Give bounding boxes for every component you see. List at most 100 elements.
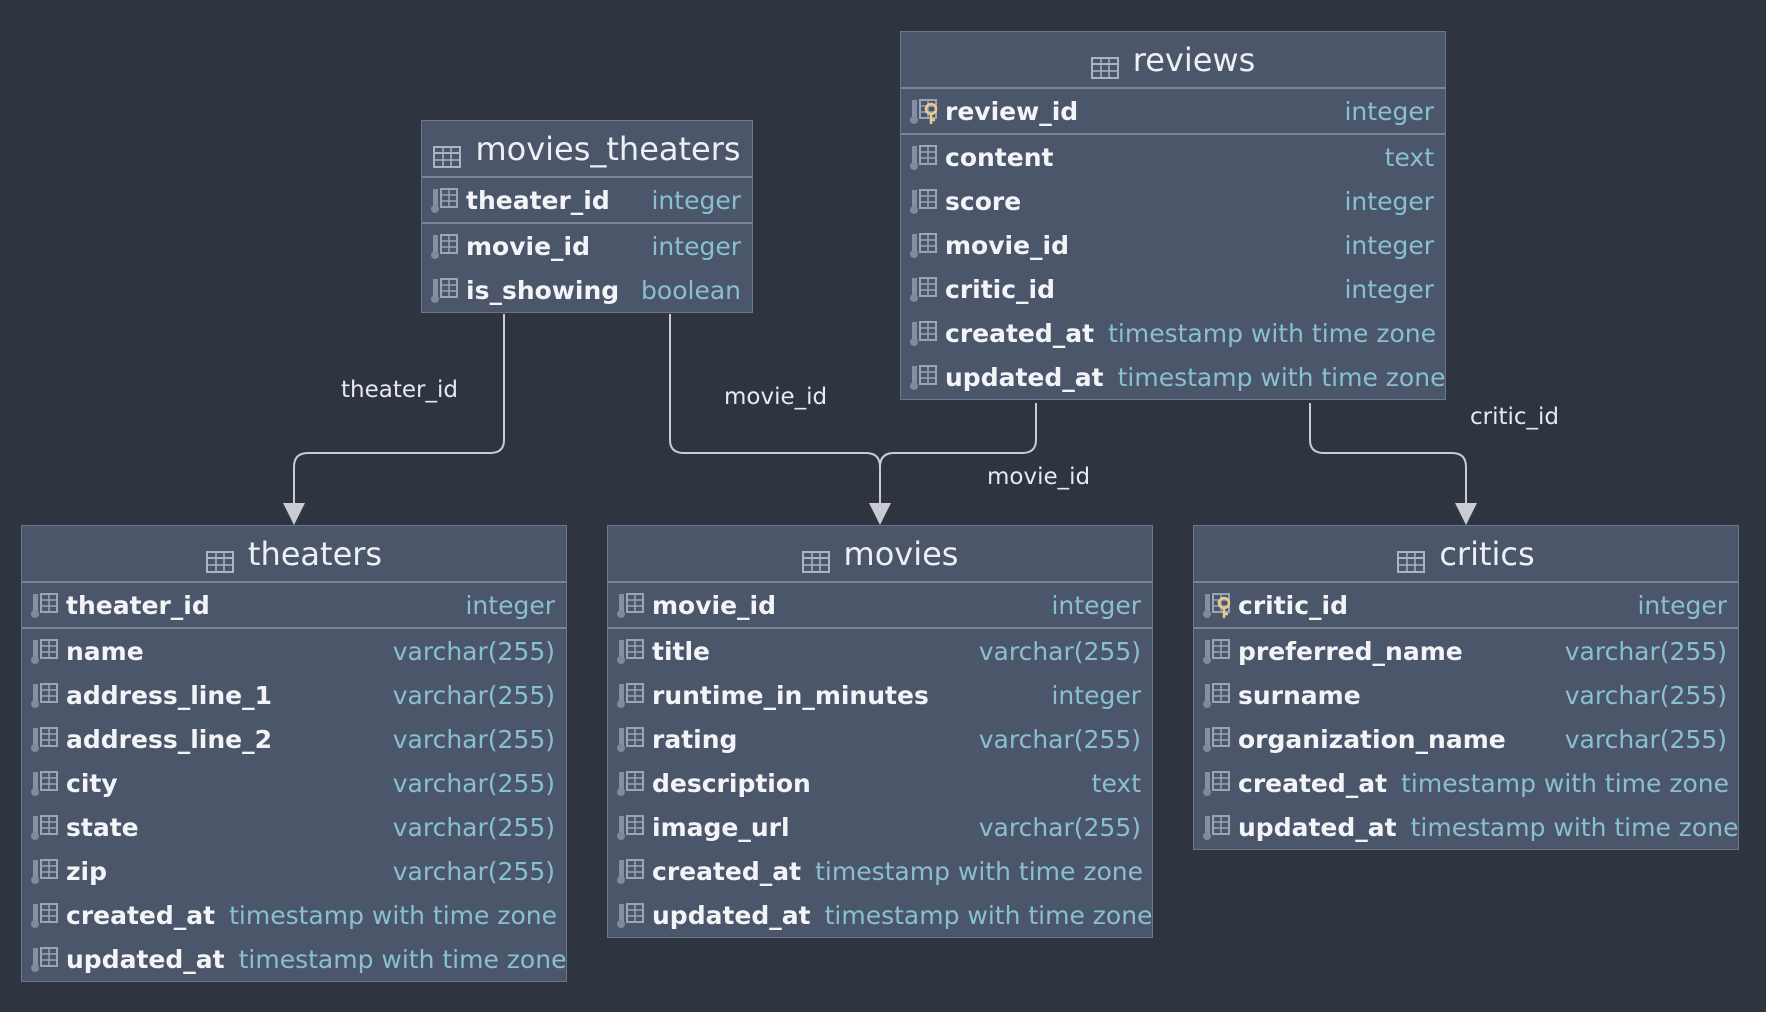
column-icon: [616, 591, 646, 619]
column-row[interactable]: updated_at timestamp with time zone: [22, 937, 566, 981]
column-type: varchar(255): [392, 680, 555, 710]
column-row[interactable]: movie_id integer: [901, 223, 1445, 267]
column-type: varchar(255): [978, 636, 1141, 666]
column-name: state: [66, 812, 139, 842]
column-type: varchar(255): [392, 812, 555, 842]
column-name: movie_id: [945, 230, 1070, 260]
column-type: timestamp with time zone: [815, 856, 1143, 886]
connector-movies: [669, 314, 881, 505]
column-name: critic_id: [1238, 590, 1349, 620]
column-icon: [30, 637, 60, 665]
table-name: movies: [843, 534, 959, 573]
column-type: integer: [651, 185, 741, 215]
column-icon: [616, 769, 646, 797]
connector-critics: [1309, 403, 1467, 505]
column-type: timestamp with time zone: [824, 900, 1153, 930]
column-icon: [1202, 725, 1232, 753]
column-row[interactable]: is_showing boolean: [422, 268, 752, 312]
column-icon: [30, 591, 60, 619]
connector-theaters: [293, 314, 505, 505]
column-type: timestamp with time zone: [238, 944, 567, 974]
connector-reviews-movies: [879, 403, 1037, 505]
column-type: varchar(255): [392, 856, 555, 886]
column-name: created_at: [945, 318, 1095, 348]
column-row[interactable]: state varchar(255): [22, 805, 566, 849]
column-icon: [30, 945, 60, 973]
column-icon: [909, 187, 939, 215]
table-header[interactable]: theaters: [22, 526, 566, 583]
column-name: updated_at: [66, 944, 225, 974]
column-icon: [616, 901, 646, 929]
column-type: text: [1384, 142, 1434, 172]
table-header[interactable]: movies: [608, 526, 1152, 583]
table-icon: [433, 138, 462, 168]
column-name: movie_id: [652, 590, 777, 620]
column-type: boolean: [641, 275, 741, 305]
column-type: timestamp with time zone: [1108, 318, 1436, 348]
table-icon: [205, 543, 234, 573]
column-type: varchar(255): [978, 724, 1141, 754]
column-row[interactable]: movie_id integer: [608, 583, 1152, 629]
column-row[interactable]: created_at timestamp with time zone: [901, 311, 1445, 355]
arrowhead-icon: [1455, 503, 1477, 525]
column-type: integer: [651, 231, 741, 261]
column-type: timestamp with time zone: [1401, 768, 1729, 798]
table-header[interactable]: movies_theaters: [422, 121, 752, 178]
table-header[interactable]: reviews: [901, 32, 1445, 89]
column-type: integer: [1344, 230, 1434, 260]
relationship-label-critic-id: critic_id: [1470, 404, 1560, 430]
column-type: integer: [1637, 590, 1727, 620]
column-icon: [30, 857, 60, 885]
column-name: updated_at: [652, 900, 811, 930]
column-name: is_showing: [466, 275, 620, 305]
table-name: reviews: [1132, 40, 1256, 79]
column-row[interactable]: critic_id integer: [1194, 583, 1738, 629]
table-icon: [801, 543, 830, 573]
table-header[interactable]: critics: [1194, 526, 1738, 583]
column-name: created_at: [66, 900, 216, 930]
column-row[interactable]: updated_at timestamp with time zone: [608, 893, 1152, 937]
column-name: surname: [1238, 680, 1361, 710]
column-icon: [909, 363, 939, 391]
column-type: integer: [1051, 590, 1141, 620]
column-type: integer: [465, 590, 555, 620]
column-icon: [1202, 681, 1232, 709]
column-icon: [1202, 813, 1232, 841]
arrowhead-icon: [283, 503, 305, 525]
column-type: text: [1091, 768, 1141, 798]
column-type: timestamp with time zone: [1410, 812, 1739, 842]
column-icon: [616, 813, 646, 841]
column-type: varchar(255): [392, 636, 555, 666]
